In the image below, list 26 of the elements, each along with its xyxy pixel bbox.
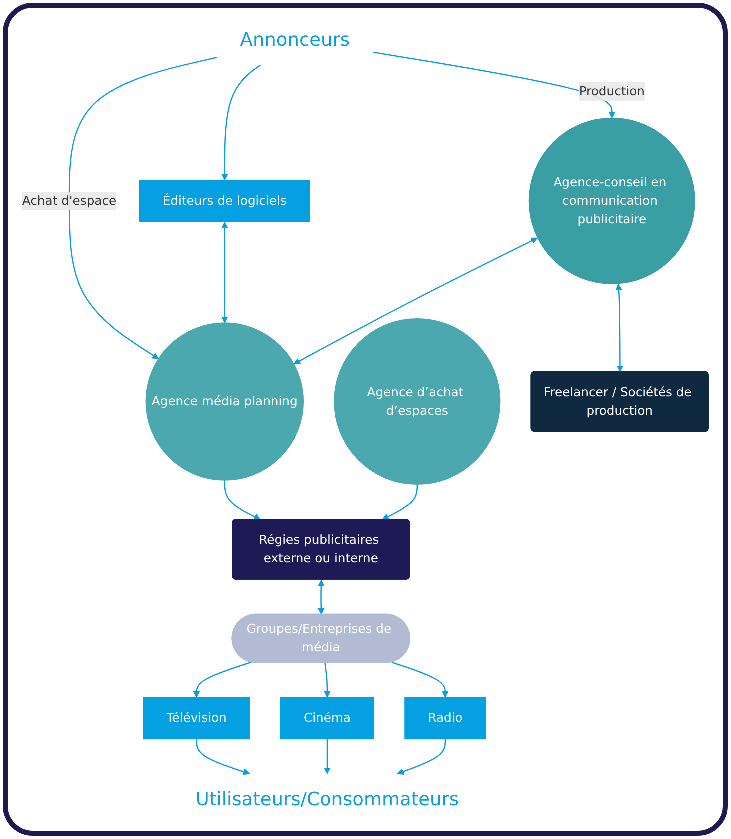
arrow <box>318 580 325 615</box>
node-box: Télévision <box>143 697 250 740</box>
node-circle: Agence média planning <box>146 322 304 481</box>
edge-label: Achat d'espace <box>22 194 117 208</box>
arrow <box>222 222 228 324</box>
arrow <box>196 739 250 776</box>
arrow <box>392 662 449 698</box>
arrow <box>222 64 262 181</box>
node-box: Éditeurs de logiciels <box>139 180 310 222</box>
arrow <box>224 480 261 520</box>
arrow <box>382 484 418 520</box>
arrow <box>616 284 624 372</box>
arrow <box>68 57 218 360</box>
arrow <box>294 238 538 365</box>
node-text: Annonceurs <box>240 28 350 50</box>
arrow <box>324 663 331 698</box>
node-circle: Agence-conseil en communication publicitaire <box>528 118 696 285</box>
node-box: Radio <box>404 697 486 740</box>
arrow <box>193 662 252 698</box>
node-circle: Agence d’achat d’espaces <box>334 318 501 486</box>
arrow <box>324 739 331 774</box>
arrow <box>373 52 616 119</box>
arrow <box>397 739 446 776</box>
node-box: Cinéma <box>280 697 375 740</box>
edge-label: Production <box>579 84 645 99</box>
node-text: Utilisateurs/Consommateurs <box>196 788 460 810</box>
